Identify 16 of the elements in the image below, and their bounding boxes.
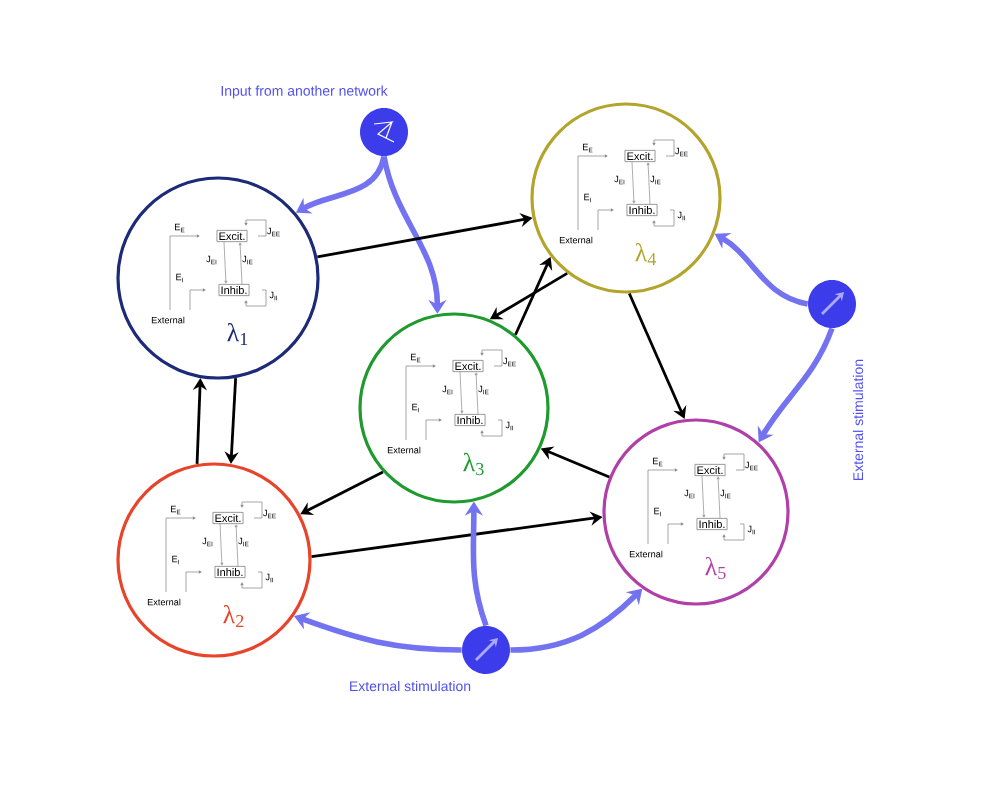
network-label: λ$_{3}$ bbox=[463, 452, 484, 476]
network-label: λ$_{2}$ bbox=[223, 604, 244, 628]
coupling-arrow bbox=[238, 242, 243, 285]
coupling-arrow bbox=[219, 523, 224, 566]
coupling-arrow bbox=[631, 161, 636, 204]
network-label: λ$_{4}$ bbox=[635, 243, 657, 265]
coupling-arrow bbox=[701, 475, 706, 518]
coupling-arrow bbox=[234, 524, 239, 567]
coupling-arrow bbox=[646, 162, 651, 205]
arrow bbox=[300, 470, 384, 516]
coupling-arrow bbox=[223, 241, 228, 284]
network-label: λ$_{1}$ bbox=[227, 322, 248, 346]
network-label: λ$_{5}$ bbox=[705, 556, 726, 580]
coupling-arrow bbox=[459, 371, 464, 414]
coupling-arrow bbox=[474, 372, 479, 415]
coupling-arrow bbox=[716, 476, 721, 519]
